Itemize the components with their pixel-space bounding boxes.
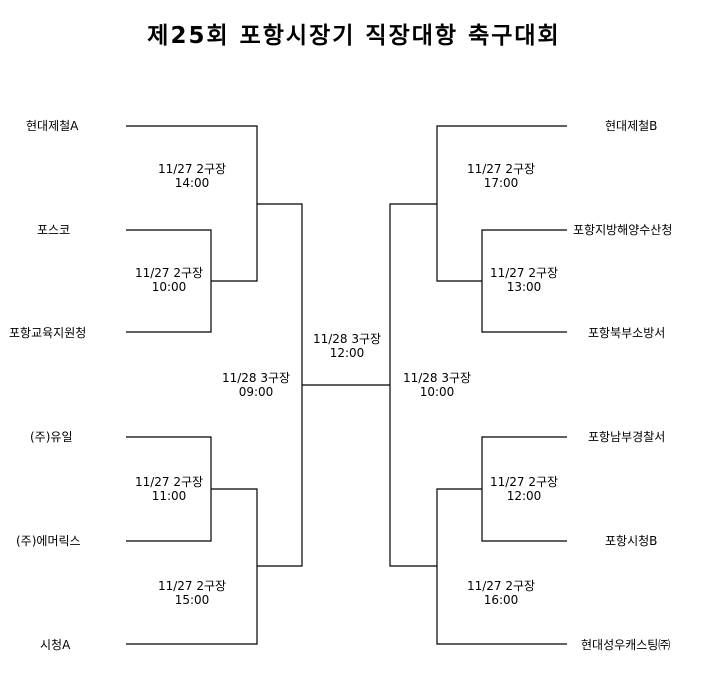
team-right-2: 포항지방해양수산청 xyxy=(573,223,673,237)
match-time: 14:00 xyxy=(174,176,210,190)
match-label-r5: 11/27 2구장 16:00 xyxy=(453,579,549,607)
match-time: 15:00 xyxy=(174,593,210,607)
team-left-5: (주)에머릭스 xyxy=(16,534,81,548)
match-label-l4: 11/27 2구장 11:00 xyxy=(121,475,217,503)
match-date: 11/27 2구장 xyxy=(489,475,559,489)
team-right-5: 포항시청B xyxy=(605,534,658,548)
team-left-2: 포스코 xyxy=(37,223,71,237)
match-date: 11/27 2구장 xyxy=(466,162,536,176)
bracket-line-r1 xyxy=(436,125,567,282)
team-right-4: 포항남부경찰서 xyxy=(588,430,666,444)
match-date: 11/27 2구장 xyxy=(134,475,204,489)
match-time: 11:00 xyxy=(151,489,187,503)
match-label-l3: 11/28 3구장 09:00 xyxy=(208,371,304,399)
match-label-r4: 11/27 2구장 12:00 xyxy=(476,475,572,503)
match-time: 16:00 xyxy=(483,593,519,607)
team-right-3: 포항북부소방서 xyxy=(588,326,666,340)
team-right-6: 현대성우캐스팅㈜ xyxy=(581,638,671,652)
match-date: 11/27 2구장 xyxy=(466,579,536,593)
team-right-1: 현대제철B xyxy=(605,119,658,133)
match-label-l1: 11/27 2구장 14:00 xyxy=(144,162,240,190)
bracket-line-r5 xyxy=(436,488,567,645)
match-date: 11/27 2구장 xyxy=(157,162,227,176)
match-date: 11/28 3구장 xyxy=(312,332,382,346)
page-title: 제25회 포항시장기 직장대항 축구대회 xyxy=(147,23,561,49)
team-left-3: 포항교육지원청 xyxy=(9,326,87,340)
bracket-line-l5 xyxy=(126,488,258,645)
team-left-4: (주)유일 xyxy=(30,430,73,444)
match-date: 11/27 2구장 xyxy=(489,266,559,280)
match-time: 17:00 xyxy=(483,176,519,190)
team-left-6: 시청A xyxy=(40,638,71,652)
team-left-1: 현대제철A xyxy=(26,119,79,133)
bracket-line-r3 xyxy=(389,203,437,567)
match-time: 12:00 xyxy=(506,489,542,503)
match-label-l5: 11/27 2구장 15:00 xyxy=(144,579,240,607)
match-time: 12:00 xyxy=(329,346,365,360)
match-label-r3: 11/28 3구장 10:00 xyxy=(389,371,485,399)
match-date: 11/27 2구장 xyxy=(157,579,227,593)
match-date: 11/27 2구장 xyxy=(134,266,204,280)
match-label-r1: 11/27 2구장 17:00 xyxy=(453,162,549,190)
match-label-l2: 11/27 2구장 10:00 xyxy=(121,266,217,294)
match-time: 13:00 xyxy=(506,280,542,294)
match-time: 10:00 xyxy=(151,280,187,294)
match-date: 11/28 3구장 xyxy=(402,371,472,385)
match-time: 09:00 xyxy=(238,385,274,399)
bracket-line-l1 xyxy=(126,125,258,282)
match-time: 10:00 xyxy=(419,385,455,399)
match-label-final: 11/28 3구장 12:00 xyxy=(299,332,395,360)
bracket-line-r2 xyxy=(481,229,567,333)
match-date: 11/28 3구장 xyxy=(221,371,291,385)
match-label-r2: 11/27 2구장 13:00 xyxy=(476,266,572,294)
